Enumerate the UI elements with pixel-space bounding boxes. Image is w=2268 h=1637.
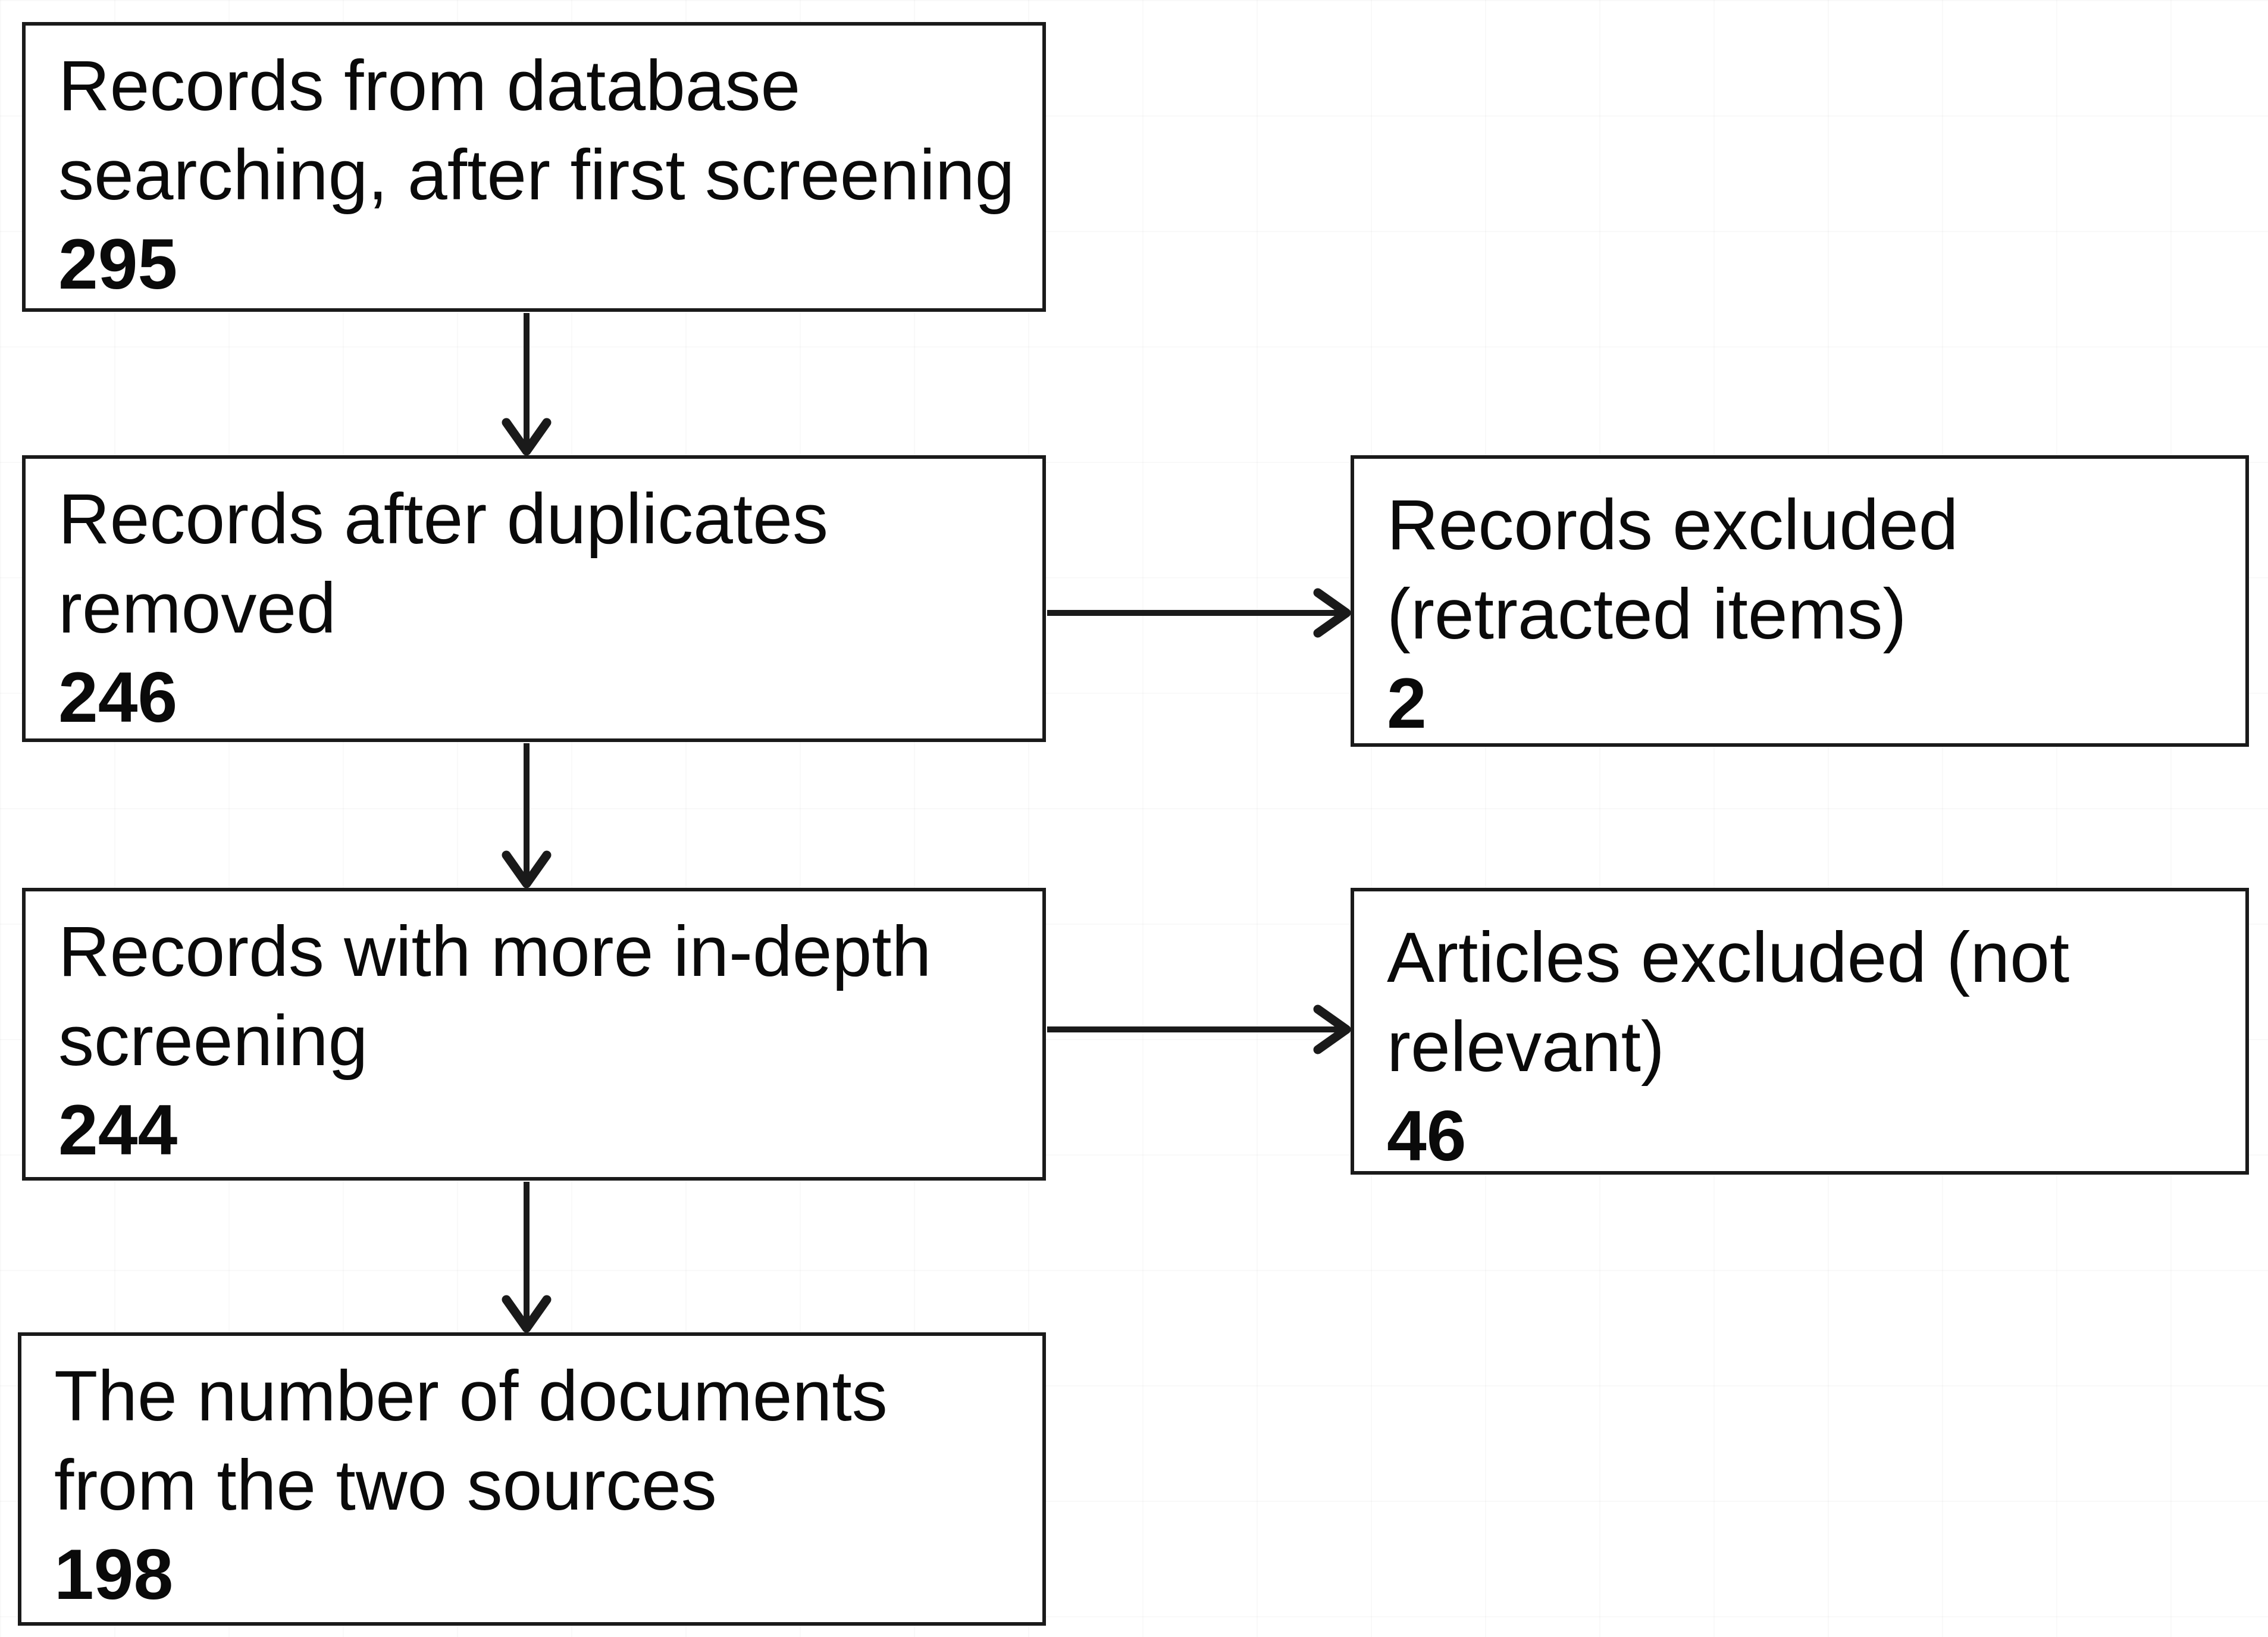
flow-box-records-after-duplicates: Records after duplicates removed 246 [22, 455, 1046, 742]
box-count: 246 [58, 658, 178, 737]
arrow-right-1 [1047, 588, 1351, 638]
flow-box-articles-excluded-not-relevant: Articles excluded (not relevant) 46 [1351, 888, 2249, 1176]
box-label-line: relevant) [1387, 1007, 1665, 1087]
box-count: 46 [1387, 1096, 1467, 1176]
box-label-line: Records from database [58, 46, 801, 126]
box-label-line: The number of documents [54, 1356, 888, 1436]
box-label-line: (retracted items) [1387, 574, 1907, 654]
box-label-line: Articles excluded (not [1387, 918, 2070, 997]
box-label-line: Records excluded [1387, 485, 1959, 565]
box-label-line: screening [58, 1001, 368, 1081]
box-label-line: Records with more in-depth [58, 912, 932, 991]
arrow-down-3 [502, 1182, 552, 1333]
box-count: 198 [54, 1535, 174, 1614]
arrow-down-1 [502, 313, 552, 456]
box-label-line: removed [58, 568, 336, 648]
flow-box-documents-from-two-sources: The number of documents from the two sou… [18, 1332, 1046, 1626]
arrow-down-2 [502, 743, 552, 888]
box-count: 295 [58, 224, 178, 304]
arrow-right-2 [1047, 1004, 1351, 1054]
box-label-line: from the two sources [54, 1445, 717, 1525]
box-count: 2 [1387, 663, 1427, 743]
flow-box-records-excluded-retracted: Records excluded (retracted items) 2 [1351, 455, 2249, 747]
box-label-line: searching, after first screening [58, 135, 1015, 215]
flow-box-records-database-searching: Records from database searching, after f… [22, 22, 1046, 312]
box-count: 244 [58, 1090, 178, 1170]
flow-box-records-in-depth-screening: Records with more in-depth screening 244 [22, 888, 1046, 1181]
box-label-line: Records after duplicates [58, 479, 828, 559]
